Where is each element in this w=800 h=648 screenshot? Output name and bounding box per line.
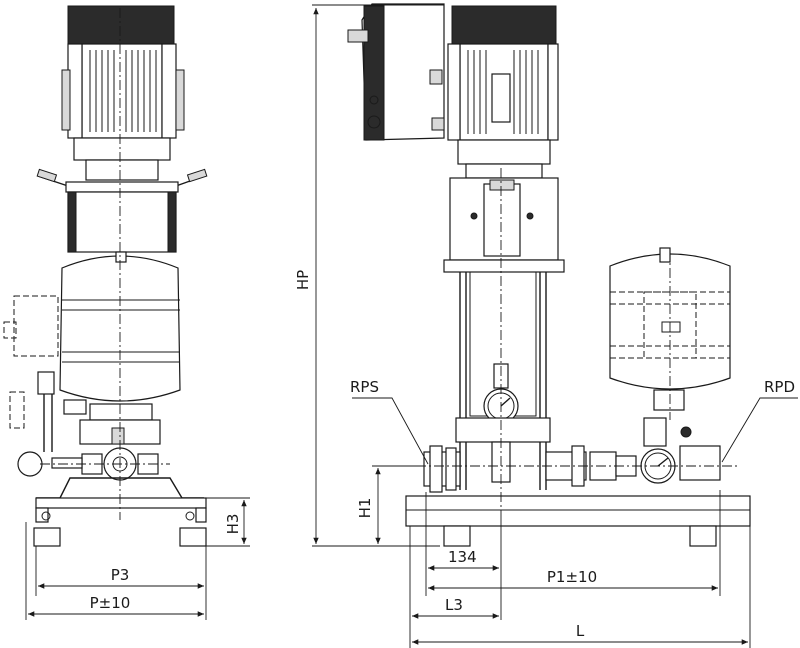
motor-cap-side xyxy=(67,5,175,45)
front-view xyxy=(347,3,751,547)
label-p: P±10 xyxy=(90,594,131,612)
motor-body-side xyxy=(81,43,163,139)
label-rps: RPS xyxy=(350,378,379,396)
dimensions xyxy=(25,4,798,648)
label-h3: H3 xyxy=(224,514,242,535)
label-l3: L3 xyxy=(445,596,463,614)
label-hp: HP xyxy=(294,270,312,290)
side-view xyxy=(3,5,208,547)
label-134: 134 xyxy=(448,548,477,566)
label-p1: P1±10 xyxy=(547,568,597,586)
base-frame xyxy=(405,495,751,527)
label-p3: P3 xyxy=(111,566,130,584)
label-l: L xyxy=(576,622,585,640)
label-h1: H1 xyxy=(356,498,374,519)
motor-cap-front xyxy=(451,5,557,45)
label-rpd: RPD xyxy=(764,378,795,396)
